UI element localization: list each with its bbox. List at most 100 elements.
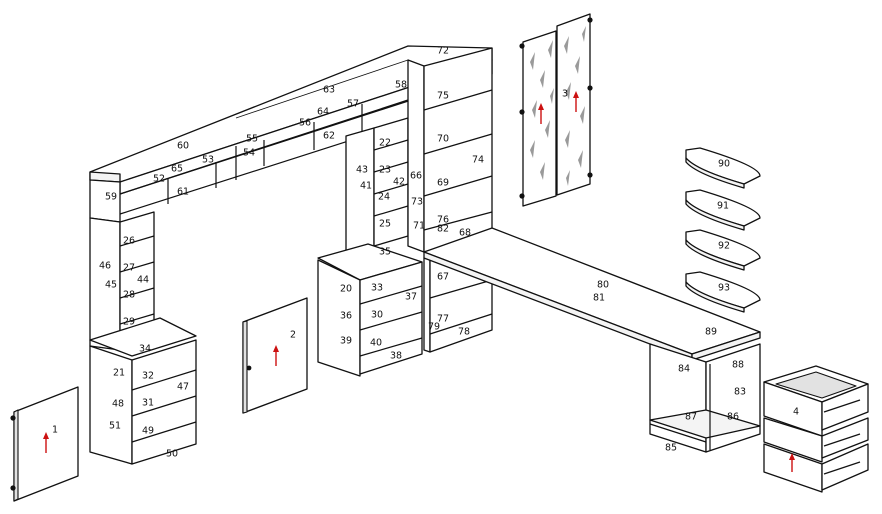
center-side-panel bbox=[345, 117, 409, 255]
part-label-20: 20 bbox=[340, 284, 352, 295]
part-label-76: 76 bbox=[437, 215, 449, 226]
door-1 bbox=[10, 386, 79, 502]
part-label-41: 41 bbox=[360, 181, 372, 192]
center-base-cabinet bbox=[317, 243, 423, 377]
part-label-57: 57 bbox=[347, 99, 359, 110]
part-label-44: 44 bbox=[137, 275, 149, 286]
part-label-90: 90 bbox=[718, 159, 730, 170]
red-arrow-icon bbox=[538, 103, 544, 124]
glass-doors-3 bbox=[519, 13, 593, 207]
part-label-33: 33 bbox=[371, 283, 383, 294]
knob-icon bbox=[587, 85, 593, 91]
part-label-82: 82 bbox=[437, 224, 449, 235]
part-label-34: 34 bbox=[139, 344, 151, 355]
part-label-54: 54 bbox=[243, 148, 255, 159]
left-base-cabinet bbox=[89, 317, 197, 465]
desktop bbox=[423, 227, 761, 361]
part-label-74: 74 bbox=[472, 155, 484, 166]
part-label-4: 4 bbox=[793, 407, 799, 418]
part-label-24: 24 bbox=[378, 192, 390, 203]
desk-pedestal bbox=[649, 343, 761, 453]
part-label-79: 79 bbox=[428, 322, 440, 333]
part-label-66: 66 bbox=[410, 171, 422, 182]
knob-icon bbox=[10, 415, 16, 421]
part-label-68: 68 bbox=[459, 228, 471, 239]
left-tall-shelf bbox=[89, 211, 155, 351]
part-label-43: 43 bbox=[356, 165, 368, 176]
part-label-87: 87 bbox=[685, 412, 697, 423]
part-label-22: 22 bbox=[379, 138, 391, 149]
part-label-39: 39 bbox=[340, 336, 352, 347]
knob-icon bbox=[519, 109, 525, 115]
part-label-37: 37 bbox=[405, 292, 417, 303]
part-label-23: 23 bbox=[379, 165, 391, 176]
part-label-27: 27 bbox=[123, 263, 135, 274]
part-label-81: 81 bbox=[593, 293, 605, 304]
part-label-72: 72 bbox=[437, 46, 449, 57]
knob-icon bbox=[246, 365, 252, 371]
part-label-32: 32 bbox=[142, 371, 154, 382]
part-label-30: 30 bbox=[371, 310, 383, 321]
part-label-25: 25 bbox=[379, 219, 391, 230]
part-label-29: 29 bbox=[123, 317, 135, 328]
part-label-52: 52 bbox=[153, 174, 165, 185]
tall-bookcase bbox=[407, 47, 493, 253]
corner-shelf-92 bbox=[685, 229, 761, 271]
knob-icon bbox=[519, 193, 525, 199]
part-label-92: 92 bbox=[718, 241, 730, 252]
part-label-3: 3 bbox=[562, 89, 568, 100]
part-label-21: 21 bbox=[113, 368, 125, 379]
part-label-67: 67 bbox=[437, 272, 449, 283]
part-label-77: 77 bbox=[437, 314, 449, 325]
part-label-60: 60 bbox=[177, 141, 189, 152]
part-label-46: 46 bbox=[99, 261, 111, 272]
part-label-38: 38 bbox=[390, 351, 402, 362]
part-label-78: 78 bbox=[458, 327, 470, 338]
part-label-47: 47 bbox=[177, 382, 189, 393]
corner-shelf-93 bbox=[685, 271, 761, 313]
part-label-69: 69 bbox=[437, 178, 449, 189]
part-label-59: 59 bbox=[105, 192, 117, 203]
red-arrow-icon bbox=[273, 345, 279, 366]
knob-icon bbox=[587, 172, 593, 178]
part-label-1: 1 bbox=[52, 425, 58, 436]
part-label-48: 48 bbox=[112, 399, 124, 410]
part-label-35: 35 bbox=[379, 247, 391, 258]
part-label-80: 80 bbox=[597, 280, 609, 291]
part-label-56: 56 bbox=[299, 118, 311, 129]
drawer-unit-4 bbox=[763, 365, 869, 493]
part-label-88: 88 bbox=[732, 360, 744, 371]
part-label-49: 49 bbox=[142, 426, 154, 437]
part-label-64: 64 bbox=[317, 107, 329, 118]
door-2 bbox=[242, 297, 308, 414]
part-label-84: 84 bbox=[678, 364, 690, 375]
part-label-58: 58 bbox=[395, 80, 407, 91]
part-label-53: 53 bbox=[202, 155, 214, 166]
part-label-50: 50 bbox=[166, 449, 178, 460]
corner-shelf-90 bbox=[685, 147, 761, 189]
part-label-89: 89 bbox=[705, 327, 717, 338]
part-label-36: 36 bbox=[340, 311, 352, 322]
part-label-62: 62 bbox=[323, 131, 335, 142]
part-label-65: 65 bbox=[171, 164, 183, 175]
part-labels: 1 2 3 4 20 21 22 23 24 25 26 27 28 29 30… bbox=[52, 46, 799, 460]
part-label-61: 61 bbox=[177, 187, 189, 198]
part-label-86: 86 bbox=[727, 412, 739, 423]
red-arrow-icon bbox=[789, 453, 795, 472]
part-label-83: 83 bbox=[734, 387, 746, 398]
part-label-85: 85 bbox=[665, 443, 677, 454]
red-arrow-icon bbox=[43, 432, 49, 453]
corner-shelf-91 bbox=[685, 189, 761, 231]
part-label-45: 45 bbox=[105, 280, 117, 291]
part-label-91: 91 bbox=[717, 201, 729, 212]
part-label-71: 71 bbox=[413, 221, 425, 232]
part-label-63: 63 bbox=[323, 85, 335, 96]
knob-icon bbox=[10, 485, 16, 491]
part-label-55: 55 bbox=[246, 134, 258, 145]
part-label-31: 31 bbox=[142, 398, 154, 409]
part-label-93: 93 bbox=[718, 283, 730, 294]
part-label-73: 73 bbox=[411, 197, 423, 208]
part-label-40: 40 bbox=[370, 338, 382, 349]
